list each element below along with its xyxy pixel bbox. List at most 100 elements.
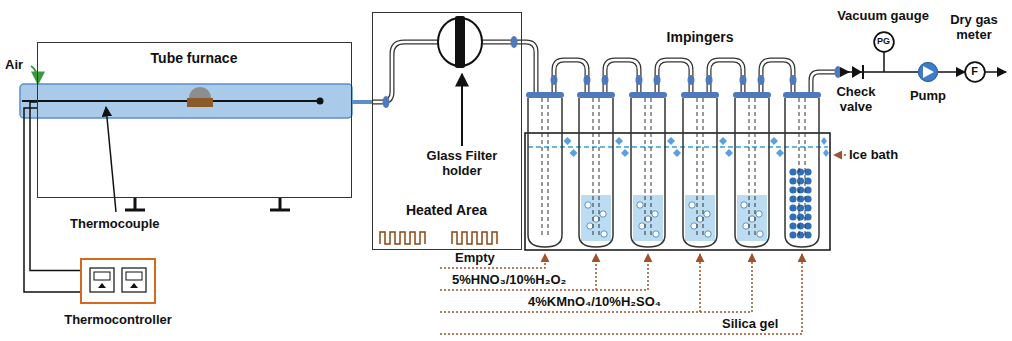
pipe xyxy=(709,60,743,92)
gas-bubble xyxy=(705,231,711,237)
node-text: Pump xyxy=(898,88,958,103)
leader-line xyxy=(461,74,463,146)
silica-gel-bead xyxy=(797,195,804,202)
sample-line xyxy=(838,71,918,73)
gas-bubble xyxy=(652,211,658,217)
silica-gel-bead xyxy=(797,186,804,193)
pipe xyxy=(605,60,639,92)
ice-cube xyxy=(719,137,727,145)
impinger xyxy=(681,60,747,247)
leader-line xyxy=(834,154,846,156)
gauge-stem xyxy=(883,52,885,72)
silica-gel-bead xyxy=(797,168,804,175)
silica-gel-bead xyxy=(789,177,796,184)
impinger-stem xyxy=(645,98,651,238)
gas-bubble xyxy=(600,211,606,217)
leader-line xyxy=(440,254,802,334)
impinger-cap xyxy=(629,92,667,98)
impinger-stem xyxy=(799,98,805,238)
pipe xyxy=(482,42,536,92)
gas-bubble xyxy=(639,223,645,229)
impinger-body xyxy=(683,98,717,247)
controller-box: Thermocontroller xyxy=(80,258,156,304)
ice-cube xyxy=(621,149,629,157)
sensor-label: Thermocouple xyxy=(70,216,160,231)
pipe xyxy=(554,60,587,92)
furnace-legs xyxy=(125,198,290,210)
reagent-label: Silica gel xyxy=(722,316,778,331)
impinger-body xyxy=(785,98,819,247)
heater-coil xyxy=(452,232,497,244)
gas-bubble xyxy=(691,223,697,229)
node-text: Thermocontroller xyxy=(40,312,196,327)
impinger-train xyxy=(526,60,829,247)
pipe xyxy=(761,60,793,92)
pipe xyxy=(554,60,587,92)
pipe-joint xyxy=(584,75,591,85)
impinger xyxy=(783,92,821,247)
gas-bubble xyxy=(749,216,755,222)
gas-bubble xyxy=(697,216,703,222)
impinger xyxy=(733,60,797,247)
quartz-tube xyxy=(20,84,352,118)
pipe xyxy=(657,60,691,92)
impinger-stem xyxy=(542,98,548,238)
pipe xyxy=(657,60,691,92)
gas-bubble xyxy=(587,223,593,229)
impinger-stem xyxy=(749,98,755,238)
node-text: F xyxy=(971,66,978,77)
impinger-cap xyxy=(526,92,564,98)
pipe-joint xyxy=(383,96,390,108)
reagent-liquid xyxy=(685,195,715,241)
impinger-cap xyxy=(783,92,821,98)
silica-gel-bead xyxy=(797,177,804,184)
ice-cube xyxy=(615,137,623,145)
water-level xyxy=(528,146,828,148)
pump: Pump xyxy=(918,62,938,82)
leader-line xyxy=(699,254,701,312)
controller-display xyxy=(126,272,142,280)
connector xyxy=(938,71,965,73)
ice-cube xyxy=(821,137,827,145)
node-text: Heated Area xyxy=(373,203,520,218)
heated-area-box: Heated Area xyxy=(372,12,522,250)
pipe-joint xyxy=(688,75,695,85)
gas-bubble xyxy=(585,202,591,208)
check-valve-symbol xyxy=(862,65,864,79)
impinger-stem xyxy=(593,98,599,238)
gas-bubble xyxy=(757,231,763,237)
pipe xyxy=(605,60,639,92)
controller-button xyxy=(98,283,106,288)
connector xyxy=(352,100,372,104)
group-label: Impingers xyxy=(655,30,745,45)
silica-gel-bead xyxy=(797,231,804,238)
reagent-label: 5%HNO₃/10%H₂O₂ xyxy=(452,272,566,287)
impinger-cap xyxy=(681,92,719,98)
gas-bubble xyxy=(689,202,695,208)
impinger-cap xyxy=(733,92,771,98)
silica-gel-bead xyxy=(789,222,796,229)
pipe xyxy=(482,42,536,92)
impinger xyxy=(577,60,643,247)
controller-display xyxy=(90,268,114,292)
ice-cube xyxy=(667,137,675,145)
ice-cube xyxy=(570,149,578,157)
impinger-body xyxy=(579,98,613,247)
pump-symbol xyxy=(918,62,938,82)
pipe xyxy=(761,60,793,92)
reagent-label: 4%KMnO₄/10%H₂SO₄ xyxy=(528,294,661,309)
pipe-joint xyxy=(835,66,842,78)
gas-meter: FDry gas meter xyxy=(965,62,985,82)
node-text: PG xyxy=(877,37,890,46)
furnace-box: Tube furnace xyxy=(37,42,352,198)
gas-bubble xyxy=(743,223,749,229)
meter-symbol xyxy=(965,62,985,82)
pipe-joint xyxy=(602,75,609,85)
vacuum-gauge: PGVacuum gauge xyxy=(874,32,894,52)
impinger-body xyxy=(631,98,665,247)
silica-gel-bead xyxy=(789,195,796,202)
gas-bubble xyxy=(653,231,659,237)
bath-label: Ice bath xyxy=(849,147,898,162)
